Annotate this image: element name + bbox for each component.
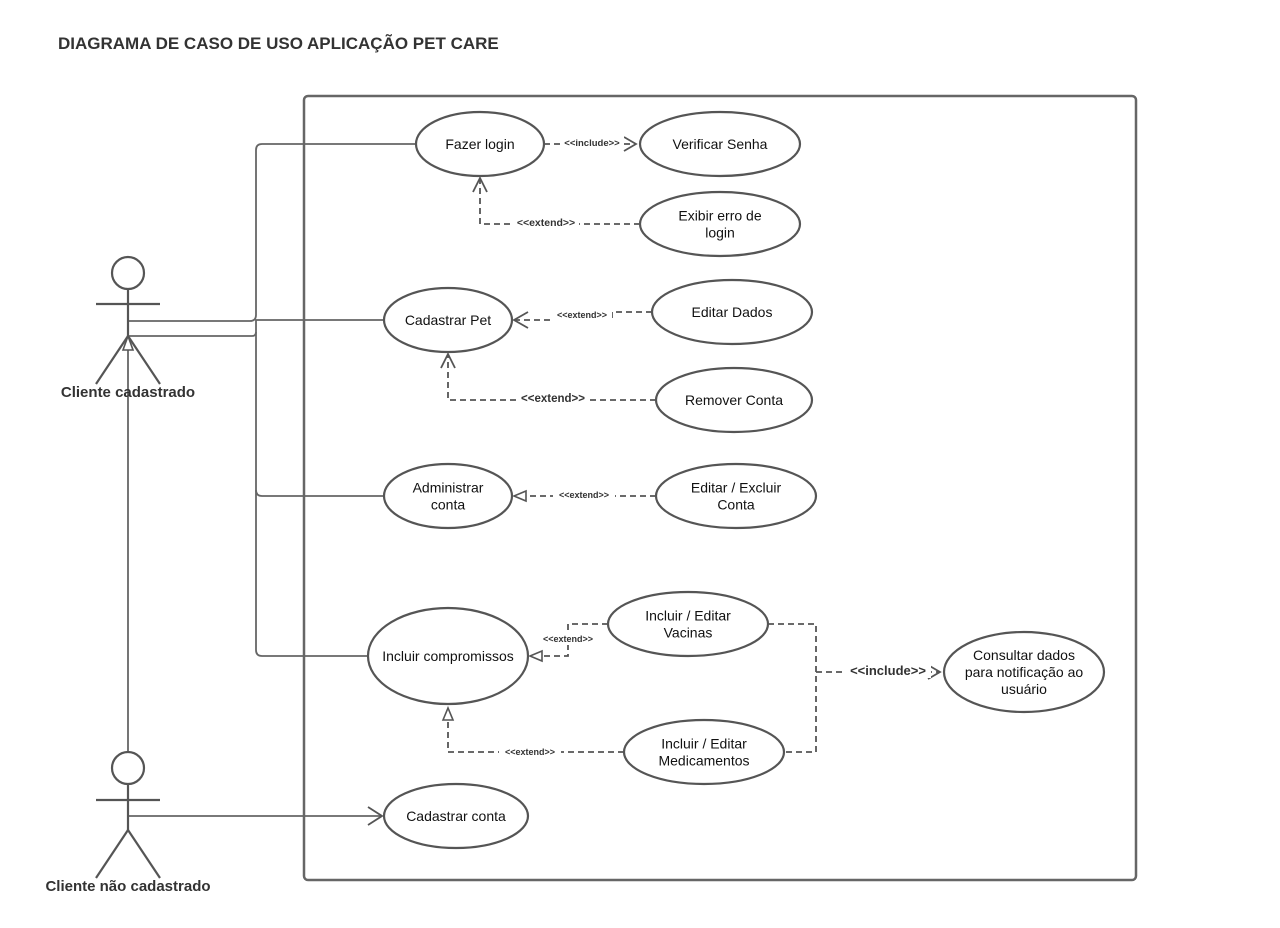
usecase-label-line: Verificar Senha xyxy=(673,136,768,152)
usecase-incluir-compromissos-label: Incluir compromissos xyxy=(382,648,513,664)
include-consultar-label-bg xyxy=(845,662,931,678)
usecase-label-line: login xyxy=(705,225,735,241)
include-login-label: <<include>> xyxy=(564,138,620,149)
usecase-exibir-erro[interactable] xyxy=(638,190,802,258)
extend-erro-line xyxy=(479,180,640,225)
diagram-title: DIAGRAMA DE CASO DE USO APLICAÇÃO PET CA… xyxy=(58,33,499,53)
extend-medicamentos-line xyxy=(447,708,624,753)
extend-erro-arrowhead xyxy=(472,175,488,193)
assoc-fazer-login xyxy=(128,143,416,322)
include-consultar-label: <<include>> xyxy=(850,663,926,678)
extend-erro-label-bg xyxy=(513,216,579,230)
usecase-label-line: conta xyxy=(431,497,465,513)
assoc-cadastrar-conta-arrowhead xyxy=(367,806,384,826)
usecase-editar-dados[interactable] xyxy=(650,278,814,346)
usecase-label-line: Conta xyxy=(717,497,755,513)
usecase-label-line: Exibir erro de xyxy=(678,208,761,224)
extend-editar-dados-label: <<extend>> xyxy=(557,310,607,320)
include-consultar-bracket xyxy=(768,623,817,753)
extend-editar-dados-label-bg xyxy=(552,308,612,321)
extend-remover-label: <<extend>> xyxy=(521,393,585,405)
usecase-consultar-dados[interactable] xyxy=(942,630,1106,714)
include-login-arrowhead xyxy=(623,136,638,152)
extend-remover-arrowhead xyxy=(440,351,456,369)
system-boundary xyxy=(302,94,1138,882)
usecase-label-line: Consultar dados xyxy=(973,647,1075,663)
actor-head xyxy=(110,750,146,786)
usecase-label-line: Incluir compromissos xyxy=(382,648,513,664)
extend-medicamentos-label-bg xyxy=(499,745,561,758)
usecase-label-line: Fazer login xyxy=(445,136,514,152)
assoc-administrar-conta xyxy=(255,332,384,497)
extend-editar-excluir-label-bg xyxy=(553,488,615,501)
actor-left-leg xyxy=(95,335,129,385)
usecase-label-line: Cadastrar Pet xyxy=(405,312,491,328)
include-login-label-bg xyxy=(560,136,624,150)
usecase-label-line: Administrar xyxy=(413,480,484,496)
actor-left-leg xyxy=(95,829,129,879)
usecase-editar-excluir-conta[interactable] xyxy=(654,462,818,530)
usecase-cadastrar-conta[interactable] xyxy=(382,782,530,850)
extend-erro-label: <<extend>> xyxy=(517,217,575,229)
associations xyxy=(121,143,416,826)
usecase-remover-conta-label: Remover Conta xyxy=(685,392,783,408)
extend-editar-excluir-label: <<extend>> xyxy=(559,490,609,500)
usecase-fazer-login-label: Fazer login xyxy=(445,136,514,152)
extend-medicamentos-arrowhead xyxy=(441,705,455,721)
usecase-verificar-senha[interactable] xyxy=(638,110,802,178)
actor-cliente-nao-cadastrado-label: Cliente não cadastrado xyxy=(45,878,210,895)
usecase-label-line: Medicamentos xyxy=(658,753,749,769)
usecase-label-line: para notificação ao xyxy=(965,664,1084,680)
usecase-label-line: Cadastrar conta xyxy=(406,808,506,824)
dependencies: <<include>> <<extend>> <<extend>> <<exte… xyxy=(440,136,942,758)
extend-vacinas-label-bg xyxy=(537,632,599,645)
actor-right-leg xyxy=(127,829,161,879)
extend-medicamentos-label: <<extend>> xyxy=(505,747,555,757)
extend-vacinas-arrowhead xyxy=(527,649,543,663)
actor-right-leg xyxy=(127,335,161,385)
actor-head xyxy=(110,255,146,291)
usecase-remover-conta[interactable] xyxy=(654,366,814,434)
usecase-incluir-vacinas[interactable] xyxy=(606,590,770,658)
usecase-label-line: Editar / Excluir xyxy=(691,480,782,496)
usecase-label-line: Editar Dados xyxy=(692,304,773,320)
extend-editar-excluir-arrowhead xyxy=(511,489,527,503)
usecase-editar-dados-label: Editar Dados xyxy=(692,304,773,320)
usecase-label-line: Incluir / Editar xyxy=(661,736,747,752)
usecase-incluir-compromissos[interactable] xyxy=(366,606,530,706)
actor-cliente-cadastrado: Cliente cadastrado xyxy=(61,255,195,401)
usecase-cadastrar-pet[interactable] xyxy=(382,286,514,354)
actor-cliente-nao-cadastrado: Cliente não cadastrado xyxy=(45,750,211,895)
usecase-fazer-login[interactable] xyxy=(414,110,546,178)
usecase-verificar-senha-label: Verificar Senha xyxy=(673,136,768,152)
usecase-label-line: Vacinas xyxy=(664,625,713,641)
include-consultar-arrowhead xyxy=(927,664,942,680)
usecase-label-line: Incluir / Editar xyxy=(645,608,731,624)
actor-cliente-cadastrado-label: Cliente cadastrado xyxy=(61,384,195,401)
usecase-administrar-conta[interactable] xyxy=(382,462,514,530)
usecase-incluir-medicamentos[interactable] xyxy=(622,718,786,786)
usecase-cadastrar-conta-label: Cadastrar conta xyxy=(406,808,506,824)
usecase-cadastrar-pet-label: Cadastrar Pet xyxy=(405,312,491,328)
assoc-incluir-compromissos xyxy=(255,490,368,657)
extend-vacinas-label: <<extend>> xyxy=(543,634,593,644)
usecase-label-line: Remover Conta xyxy=(685,392,783,408)
usecase-label-line: usuário xyxy=(1001,681,1047,697)
use-cases: Fazer login Verificar Senha Exibir erro … xyxy=(366,110,1106,850)
generalization-arrowhead xyxy=(121,333,135,351)
extend-remover-label-bg xyxy=(518,391,588,406)
extend-editar-dados-arrowhead xyxy=(512,311,529,329)
